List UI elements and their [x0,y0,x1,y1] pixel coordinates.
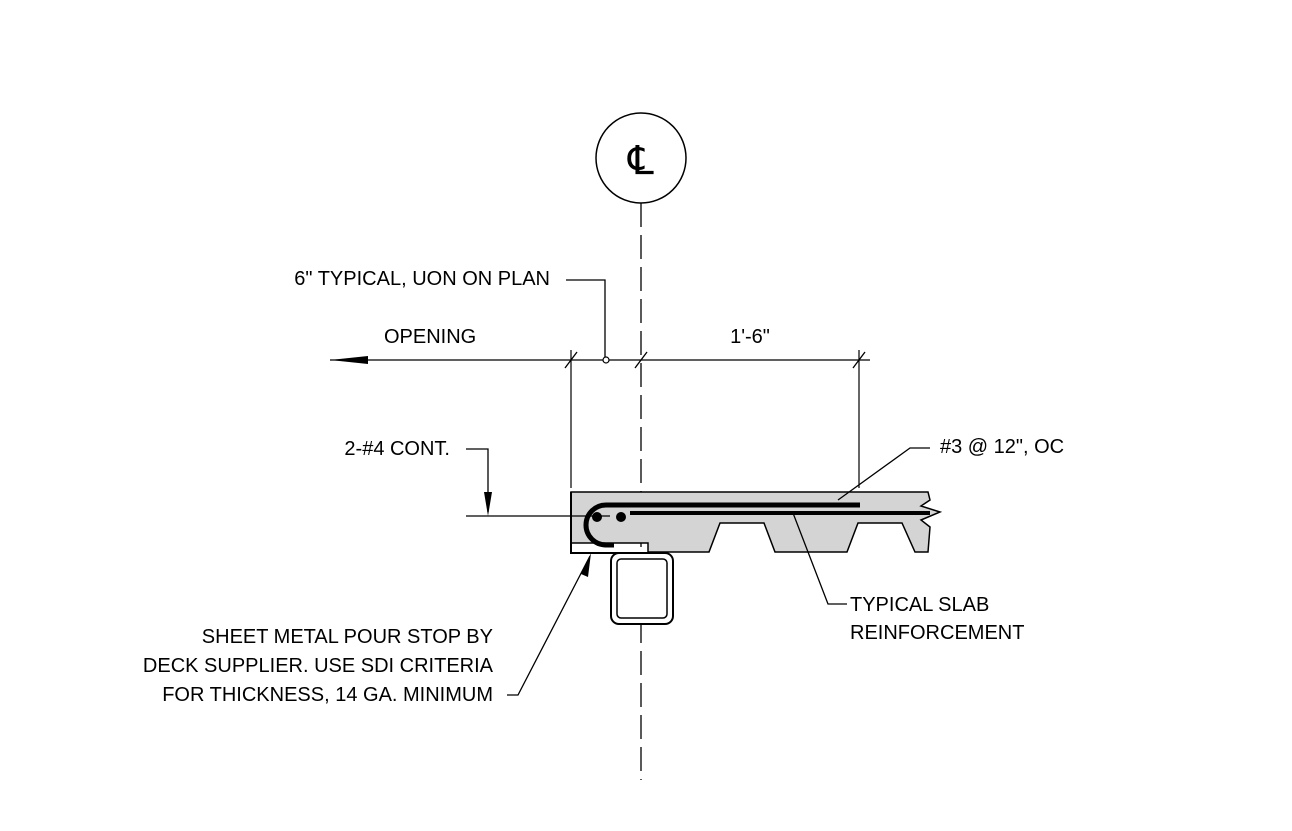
dimension-label: 1'-6" [730,326,770,348]
pour-stop-leader [507,555,591,696]
pour-stop-label-line3: FOR THICKNESS, 14 GA. MINIMUM [162,684,493,706]
opening-arrowhead [330,356,368,364]
slab-bars-label: #3 @ 12", OC [940,436,1065,458]
typical-uon-dot [602,356,610,364]
tick-center [634,351,648,369]
tick-right [852,351,866,369]
slab-reinf-leader [792,512,847,605]
cont-bars-arrowhead [484,492,492,516]
cont-bars-leader [466,448,489,512]
cont-bars-label: 2-#4 CONT. [344,438,450,460]
typical-uon-leader [566,279,606,357]
cont-bar-2 [616,512,626,522]
opening-label: OPENING [384,326,477,348]
pour-stop-label-line1: SHEET METAL POUR STOP BY [201,626,493,648]
slab-reinf-label-line1: TYPICAL SLAB [850,594,990,616]
hss-tube-inner [616,558,668,619]
cont-bar-1 [592,512,602,522]
pour-stop-arrowhead [581,553,591,577]
typical-uon-label: 6" TYPICAL, UON ON PLAN [294,268,550,290]
slab-bars-leader [837,447,930,501]
hooked-bar [583,502,640,548]
tick-left [564,351,578,369]
centerline-symbol: ℄ [627,139,654,183]
concrete-slab [570,491,943,553]
slab-reinf-label-line2: REINFORCEMENT [850,622,1025,644]
pour-stop-label-line2: DECK SUPPLIER. USE SDI CRITERIA [142,655,493,677]
